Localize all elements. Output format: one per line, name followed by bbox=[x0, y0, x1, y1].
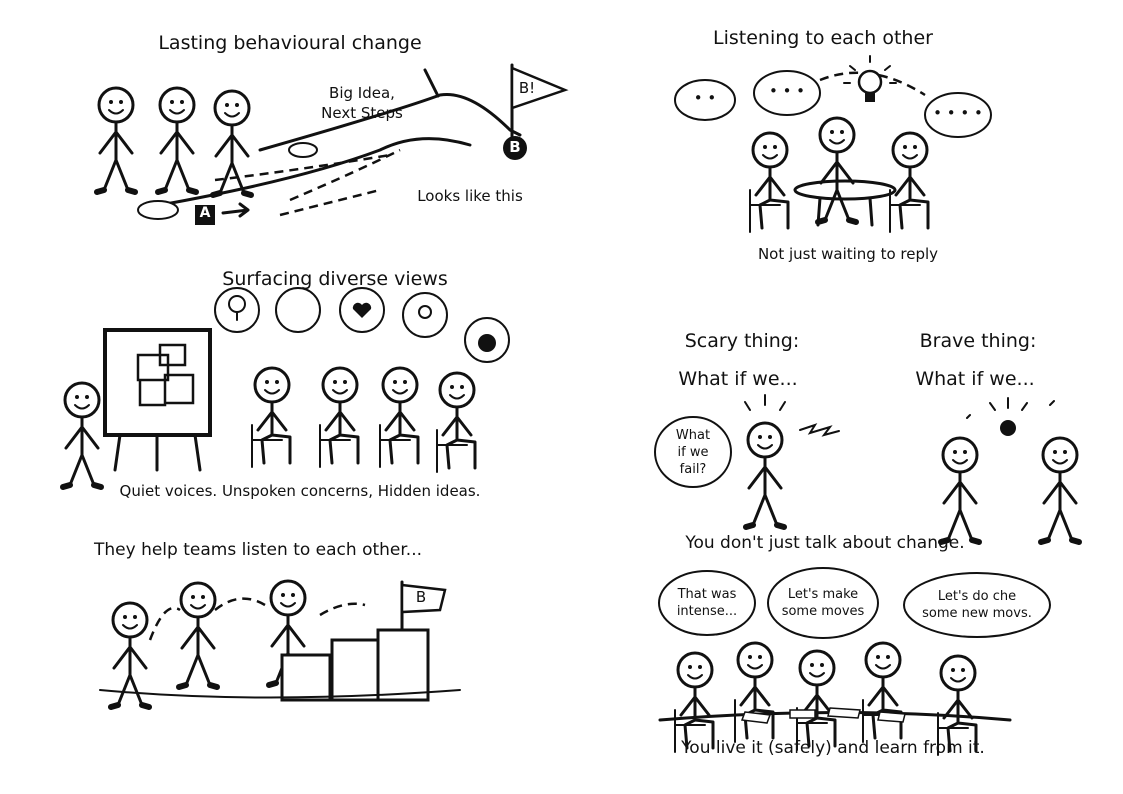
heart-icon bbox=[352, 302, 372, 318]
speech-bubble bbox=[767, 567, 879, 639]
speech-bubble bbox=[903, 572, 1051, 638]
stick-figure bbox=[97, 88, 135, 192]
marker-a-box bbox=[195, 205, 215, 225]
bubble-line: Let's make bbox=[787, 587, 859, 602]
panel-title-listening: Listening to each other bbox=[713, 27, 933, 49]
puzzle-icon bbox=[136, 343, 195, 407]
stick-figure-seated bbox=[435, 371, 477, 474]
puzzle-block bbox=[280, 653, 332, 702]
papers bbox=[740, 707, 906, 724]
hill-outline bbox=[258, 92, 522, 152]
lightbulb-icon bbox=[418, 305, 432, 319]
big-idea-label: Big Idea, bbox=[329, 84, 395, 102]
next-steps-label: Next Steps bbox=[321, 104, 403, 122]
brave-drawing bbox=[941, 397, 1079, 542]
scary-drawing bbox=[654, 394, 840, 527]
high-five-hands bbox=[1000, 420, 1016, 436]
flag-icon bbox=[510, 66, 569, 110]
stick-figure-seated bbox=[318, 366, 360, 469]
stick-figure-seated bbox=[748, 131, 790, 234]
surfacing-caption: Quiet voices. Unspoken concerns, Hidden … bbox=[119, 482, 481, 500]
puzzle-block bbox=[330, 638, 382, 702]
speech-bubble bbox=[658, 570, 756, 636]
bubble-line: fail? bbox=[679, 462, 707, 477]
stick-figure-seated bbox=[795, 649, 837, 752]
stick-figure-high-five bbox=[1041, 438, 1079, 542]
panel-title-teams: They help teams listen to each other... bbox=[93, 540, 423, 560]
brave-title: Brave thing: bbox=[919, 330, 1037, 352]
scary-bubble-text: What if we fail? bbox=[676, 427, 710, 478]
stick-figure-seated bbox=[733, 641, 775, 744]
bubble-dots: • • • bbox=[768, 82, 806, 100]
surfacing-drawing bbox=[63, 287, 510, 487]
stick-figure-presenter bbox=[63, 383, 101, 487]
marker-b-circle bbox=[503, 136, 527, 160]
rock bbox=[137, 200, 179, 220]
bubble-text: Let's make some moves bbox=[782, 586, 865, 620]
teams-flag-label: B bbox=[415, 588, 427, 606]
marker-b: B bbox=[509, 138, 521, 156]
bubble-text: Let's do che some new movs. bbox=[922, 588, 1032, 622]
panel-title-lasting: Lasting behavioural change bbox=[158, 32, 422, 54]
path-caption: Looks like this bbox=[417, 187, 523, 205]
head-thought-bubble bbox=[275, 287, 321, 333]
stick-figure-seated bbox=[888, 131, 930, 234]
stick-figure-seated bbox=[378, 366, 420, 469]
bubble-line: some moves bbox=[781, 604, 865, 619]
bubble-dots: • • bbox=[693, 89, 717, 107]
bubble-line: That was bbox=[677, 587, 737, 602]
stick-figure-seated bbox=[250, 366, 292, 469]
sparkle-icon bbox=[966, 397, 1055, 419]
bubble-line: intense... bbox=[676, 604, 738, 619]
scary-title: Scary thing: bbox=[684, 330, 800, 352]
marker-a: A bbox=[199, 205, 211, 221]
bubble-line: some new movs. bbox=[922, 606, 1032, 621]
teams-drawing bbox=[99, 581, 461, 707]
stick-figure bbox=[158, 88, 196, 192]
listening-drawing bbox=[674, 55, 992, 234]
tree-icon bbox=[228, 295, 246, 313]
speech-bubble bbox=[753, 70, 821, 116]
lightning-icon bbox=[799, 423, 840, 437]
money-bag-icon bbox=[478, 334, 496, 352]
lightbulb-icon bbox=[843, 55, 897, 102]
stick-figure bbox=[179, 583, 217, 687]
listening-caption: Not just waiting to reply bbox=[757, 245, 939, 263]
arrow-icon bbox=[221, 202, 250, 218]
scary-subtitle: What if we... bbox=[678, 368, 798, 390]
lasting-change-drawing bbox=[97, 63, 569, 225]
panel-title-surfacing: Surfacing diverse views bbox=[222, 268, 448, 290]
round-table bbox=[793, 179, 897, 201]
panel-title-change: You don't just talk about change. bbox=[685, 533, 965, 553]
stick-figure-high-five bbox=[941, 438, 979, 542]
speech-bubble bbox=[674, 79, 736, 121]
stick-figure-anxious bbox=[746, 423, 784, 527]
flag-icon bbox=[400, 583, 447, 614]
brave-subtitle: What if we... bbox=[915, 368, 1035, 390]
puzzle-block bbox=[376, 628, 430, 702]
bubble-dots: • • • • bbox=[933, 104, 983, 122]
change-caption: You live it (safely) and learn from it. bbox=[681, 738, 985, 758]
speech-bubble bbox=[654, 416, 732, 488]
stick-figure-seated bbox=[861, 641, 903, 744]
flag-label: B! bbox=[518, 79, 536, 97]
speech-bubble bbox=[924, 92, 992, 138]
bubble-line: What bbox=[675, 428, 711, 443]
rock bbox=[288, 142, 318, 158]
bubble-line: if we bbox=[677, 445, 709, 460]
winding-path bbox=[214, 148, 401, 217]
bubble-text: That was intense... bbox=[677, 586, 737, 620]
bubble-line: Let's do che bbox=[937, 589, 1017, 604]
stick-figure-seated bbox=[818, 118, 856, 222]
change-drawing bbox=[658, 567, 1051, 757]
